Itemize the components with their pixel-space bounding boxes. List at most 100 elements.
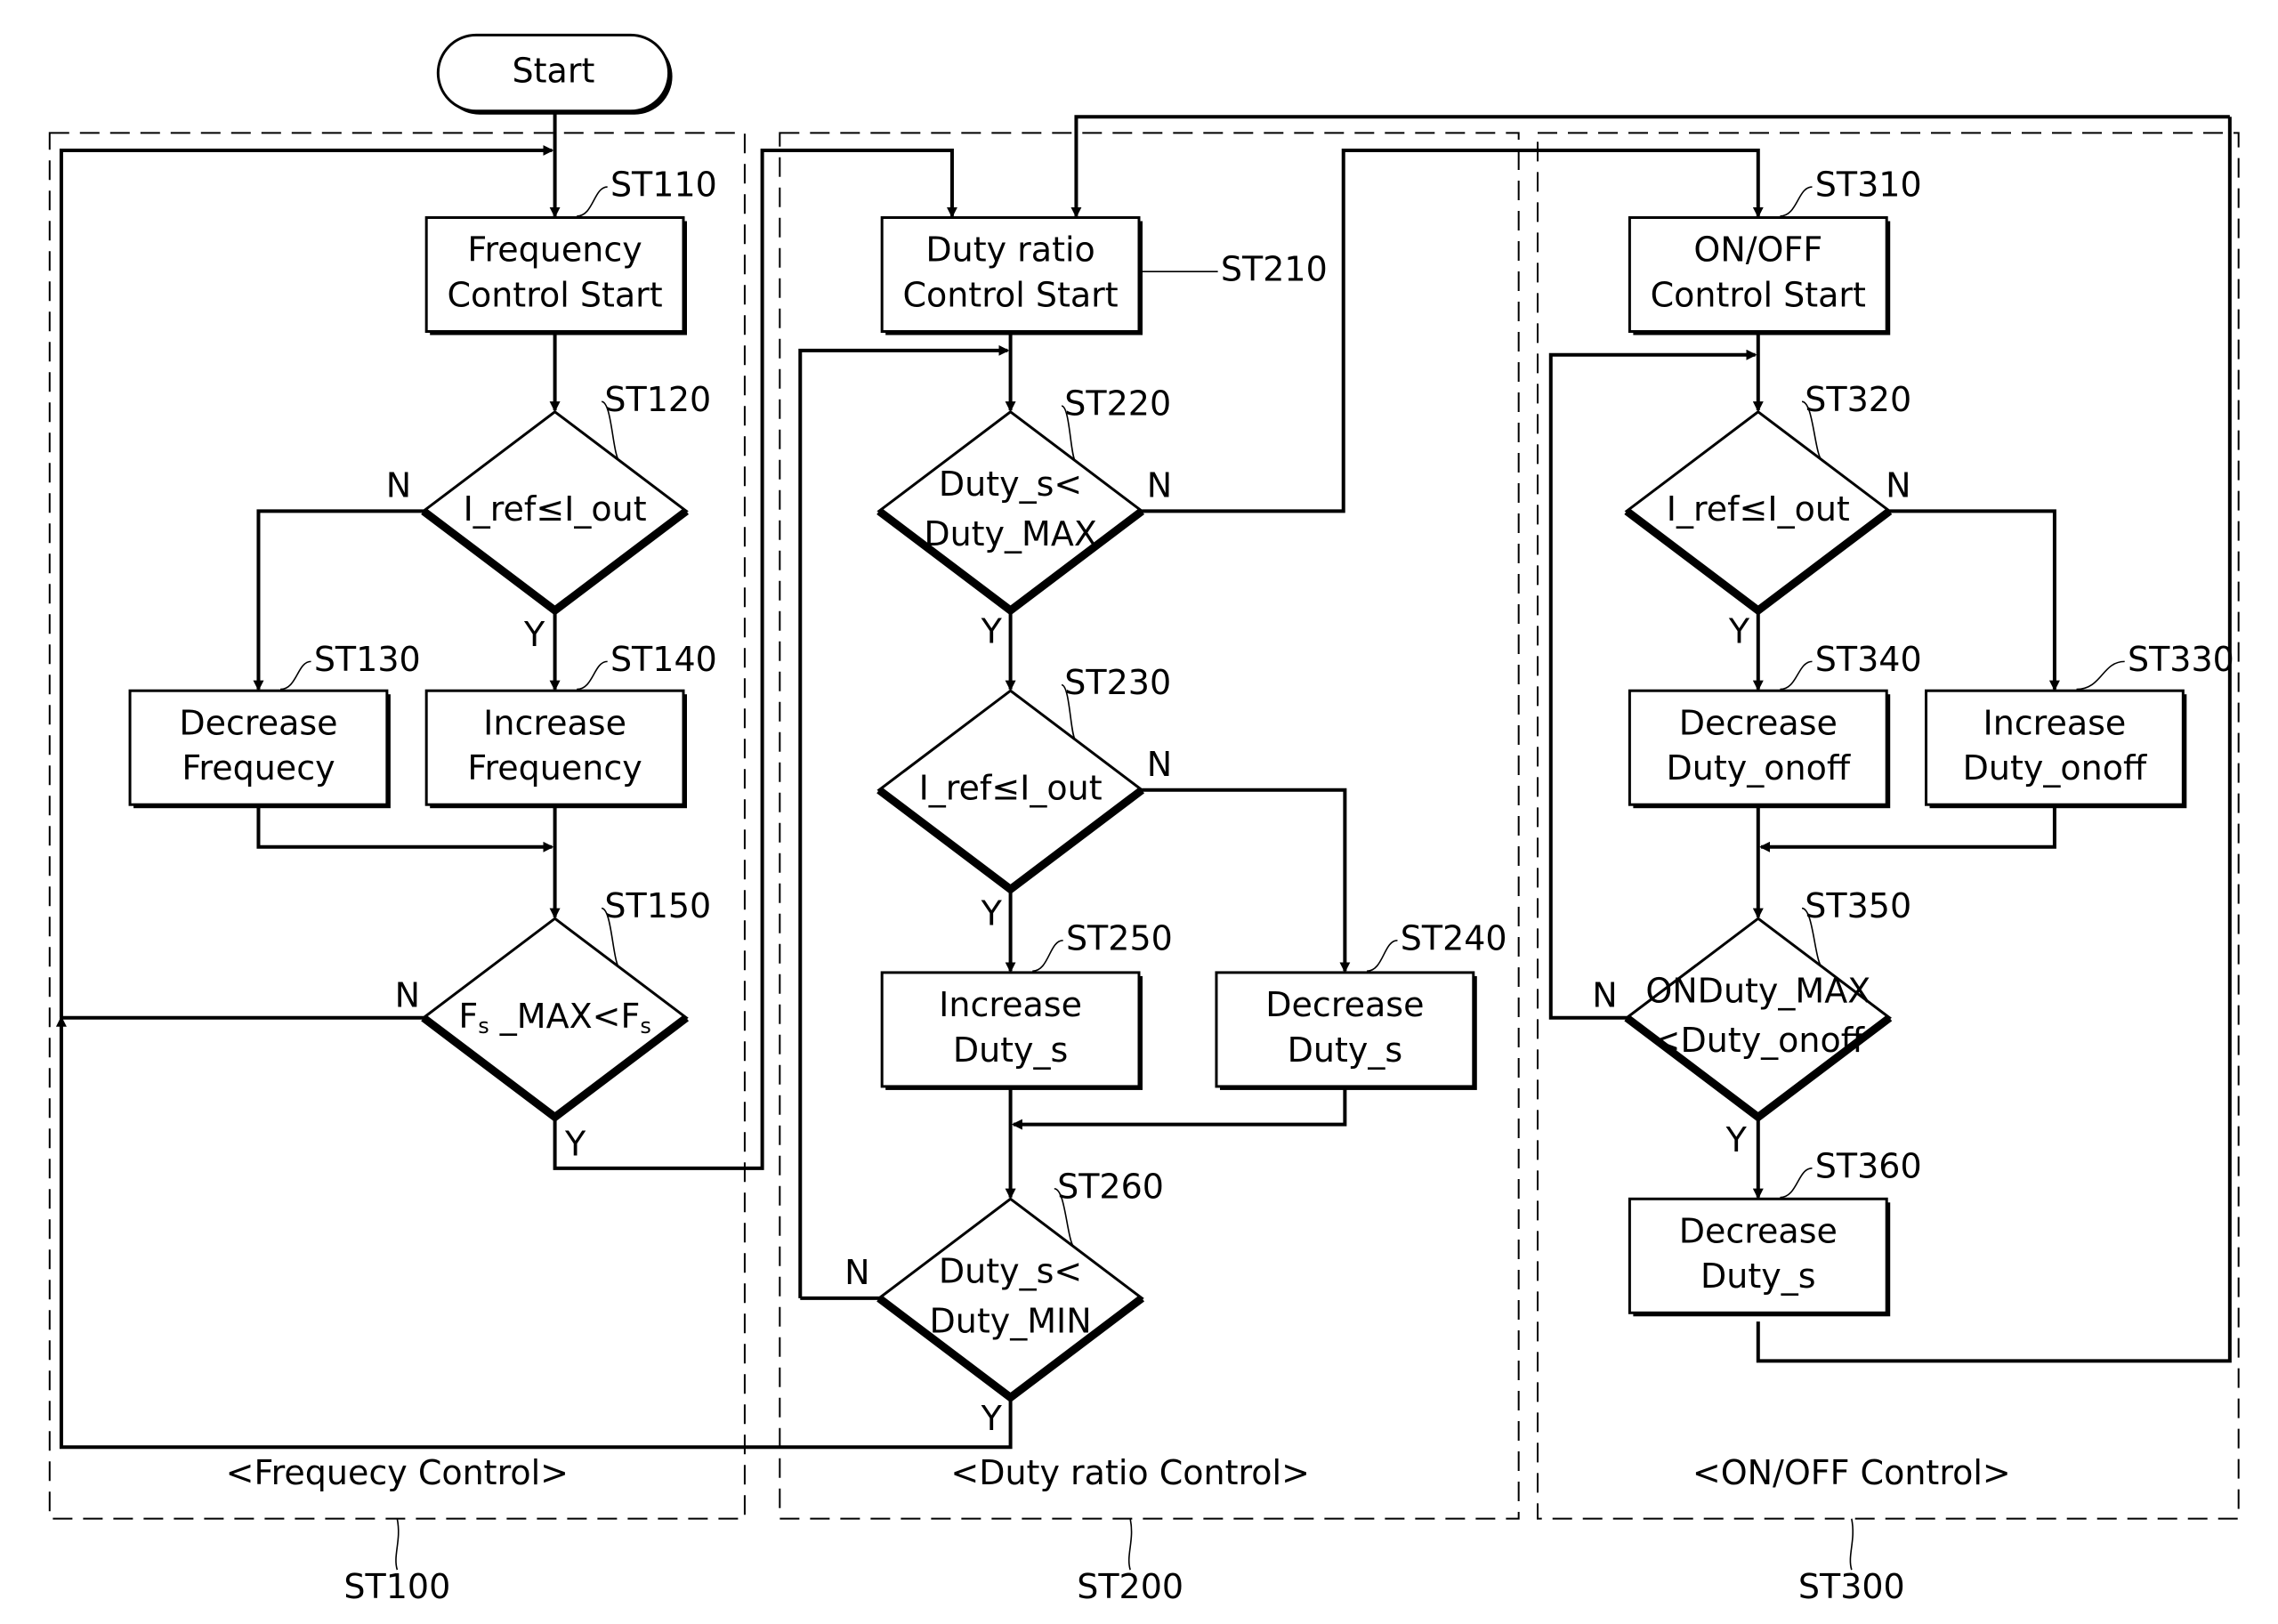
process-text: Control Start [447,275,662,314]
step-ref-st250: ST250 [1066,918,1173,957]
decision-text: I_ref≤I_out [1667,489,1850,529]
decision-st220: Duty_s< Duty_MAX [876,409,1144,616]
decision-st150: Fs _MAX<Fs [421,917,689,1123]
group-title: <Frequecy Control> [226,1453,569,1492]
branch-yes-label: Y [1725,1120,1748,1159]
group-ref-st200: ST200 [1077,1567,1183,1606]
decision-st260: Duty_s< Duty_MIN [876,1197,1144,1403]
process-text: Decrease [1679,1211,1838,1250]
step-ref-st140: ST140 [610,640,717,679]
branch-yes-label: Y [1728,612,1750,651]
decision-text: Fs _MAX<Fs [458,996,650,1038]
branch-yes-label: Y [564,1125,586,1164]
step-ref-st260: ST260 [1057,1167,1164,1206]
process-text: Duty_s [1700,1256,1816,1296]
flow-st120-n [253,509,424,691]
step-ref-st350: ST350 [1805,886,1911,925]
step-ref-st130: ST130 [314,640,421,679]
step-ref-st360: ST360 [1815,1146,1922,1185]
flow-st260-y-to-freq [55,1015,1013,1450]
decision-text: ONDuty_MAX [1645,971,1870,1010]
group-ref-st300: ST300 [1798,1567,1905,1606]
decision-text: Duty_MIN [930,1301,1092,1340]
process-text: Duty_onoff [1667,748,1851,788]
leader-line [1780,186,1813,217]
flow-st360-loop [1756,117,2232,1363]
flow-st350-n-loop [1548,349,1757,1020]
process-text: Increase [483,703,626,742]
leader-line [2076,660,2125,691]
group-st100 [48,132,746,1520]
step-ref-st120: ST120 [604,380,711,419]
step-ref-st320: ST320 [1805,380,1911,419]
step-ref-st210: ST210 [1221,250,1328,289]
branch-no-label: N [844,1253,869,1292]
flow-st330-merge [1759,805,2056,852]
flow-st130-merge [256,805,554,852]
flow-st150-y-to-st210 [553,149,957,1170]
leader-line [1127,1518,1133,1571]
flow-st260-n-loop [798,344,1010,1298]
process-text: Frequency [467,748,642,788]
decision-st350: ONDuty_MAX <Duty_onoff [1624,917,1893,1123]
branch-no-label: N [1886,466,1910,505]
leader-line [577,186,608,217]
group-ref-st100: ST100 [343,1567,450,1606]
process-text: Decrease [1265,985,1424,1024]
process-text: Control Start [1651,275,1866,314]
decision-text: I_ref≤I_out [919,768,1103,807]
decision-text: Duty_MAX [924,514,1097,553]
process-text: Duty_onoff [1963,748,2147,788]
leader-line [1366,940,1398,973]
process-text: Decrease [1679,703,1838,742]
process-text: Frequency [467,230,642,270]
leader-line [1780,1168,1813,1199]
decision-text: I_ref≤I_out [464,489,647,529]
step-ref-st110: ST110 [610,166,717,205]
process-text: Frequecy [182,748,335,788]
leader-line [1032,940,1063,973]
branch-yes-label: Y [981,893,1003,933]
process-text: Increase [939,985,1082,1024]
group-st200 [779,132,1520,1520]
group-st300 [1537,132,2240,1520]
decision-text: <Duty_onoff [1652,1021,1865,1060]
branch-no-label: N [1147,466,1172,505]
flow-st360-to-st210 [1070,115,2230,218]
step-ref-st340: ST340 [1815,640,1922,679]
process-text: Increase [1983,703,2127,742]
branch-no-label: N [1147,745,1172,784]
process-text: Duty_s [1288,1030,1403,1070]
leader-line [279,660,311,691]
process-text: Duty ratio [925,230,1095,270]
leader-line [1849,1518,1854,1571]
decision-text: Duty_s< [939,465,1082,504]
branch-no-label: N [395,975,420,1014]
step-ref-st150: ST150 [604,886,711,925]
step-ref-st240: ST240 [1401,918,1507,957]
flow-st230-n [1142,788,1351,974]
step-ref-st310: ST310 [1815,166,1922,205]
decision-text: Duty_s< [939,1251,1082,1290]
group-title: <ON/OFF Control> [1692,1453,2011,1492]
leader-line [1780,660,1813,691]
process-text: Control Start [902,275,1118,314]
start-label: Start [513,52,595,91]
decision-st230: I_ref≤I_out [876,689,1144,895]
flow-loop-st150-n [59,145,554,1018]
branch-yes-label: Y [981,612,1003,651]
flow-st220-n-to-st310 [1142,149,1764,513]
step-ref-st230: ST230 [1064,663,1171,702]
branch-yes-label: Y [523,615,545,654]
start-terminal: Start [436,33,673,115]
